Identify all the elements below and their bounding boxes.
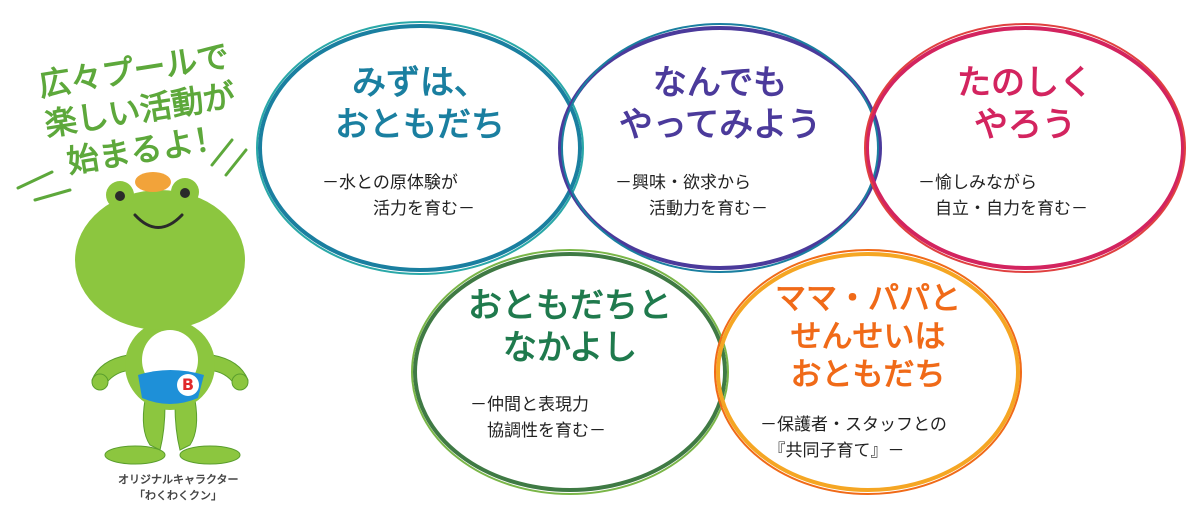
frog-right-hand	[231, 373, 249, 391]
circle-subtitle-3: －愉しみながら 自立・自力を育む－	[918, 173, 1088, 219]
frog-smile	[133, 213, 184, 229]
circle-title-4: おともだちと なかよし	[468, 286, 672, 368]
circle-ring-3-outline	[864, 23, 1186, 273]
mascot-caption: オリジナルキャラクター 「わくわくクン」	[118, 473, 239, 502]
circle-title-2: なんでも やってみよう	[618, 63, 822, 145]
circle-ring-5	[716, 252, 1020, 492]
badge-letter: B	[181, 375, 195, 394]
speech-stroke	[210, 138, 234, 167]
circle-subtitle-1: －水との原体験が 活力を育む－	[322, 173, 475, 219]
circle-ring-5-outline	[714, 249, 1022, 495]
circle-title-5: ママ・パパと せんせいは おともだち	[775, 281, 961, 393]
speech-stroke	[224, 148, 248, 177]
circle-title-1: みずは、 おともだち	[335, 63, 505, 145]
circle-ring-4-outline	[411, 249, 729, 495]
circle-subtitle-2: －興味・欲求から 活動力を育む－	[615, 173, 768, 219]
circle-ring-1-outline	[256, 21, 584, 275]
frog-right-foot	[179, 445, 241, 465]
frog-right-eye	[180, 188, 190, 198]
frog-left-hand	[91, 373, 109, 391]
circle-ring-3	[865, 26, 1185, 270]
circle-ring-2-outline	[561, 23, 879, 273]
frog-left-eye	[115, 191, 125, 201]
circle-ring-4	[413, 252, 727, 492]
frog-left-foot	[104, 445, 166, 465]
circle-ring-2	[558, 26, 882, 270]
frog-head	[75, 190, 245, 330]
frog-cap	[135, 172, 171, 192]
circle-subtitle-4: －仲間と表現力 協調性を育む－	[470, 395, 606, 441]
circle-subtitle-5: －保護者・スタッフとの 『共同子育て』－	[760, 415, 947, 461]
frog-right-leg	[174, 399, 198, 451]
circle-title-3: たのしく やろう	[957, 63, 1093, 145]
circle-ring-1	[258, 24, 582, 272]
speech-stroke	[33, 188, 72, 202]
badge-circle	[177, 374, 199, 396]
speech-stroke	[16, 170, 54, 190]
